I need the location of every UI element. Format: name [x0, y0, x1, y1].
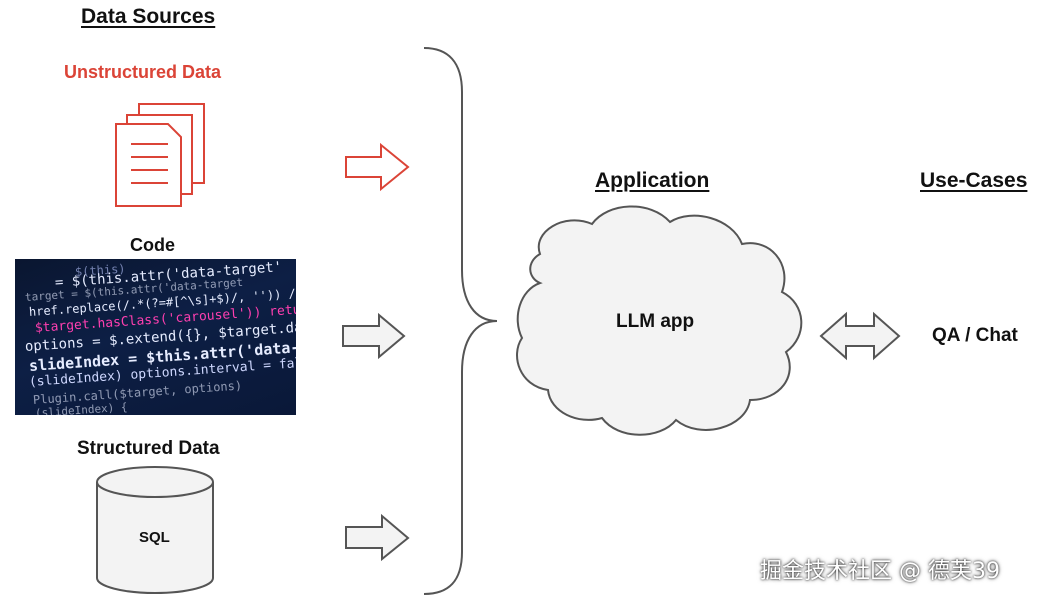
watermark: 掘金技术社区 @ 德芙39 — [760, 559, 1000, 584]
data-sources-heading: Data Sources — [81, 5, 216, 28]
sql-label: SQL — [139, 529, 170, 546]
use-cases-heading: Use-Cases — [920, 169, 1028, 192]
arrow-code — [342, 312, 406, 360]
code-label: Code — [130, 235, 175, 255]
qa-chat-label: QA / Chat — [932, 325, 1018, 346]
code-screenshot-image: $(this) = $(this.attr('data-target' targ… — [15, 259, 296, 415]
unstructured-data-label: Unstructured Data — [64, 62, 222, 82]
document-stack-icon — [115, 103, 205, 207]
curly-brace — [423, 47, 498, 595]
double-arrow — [819, 311, 901, 361]
application-heading: Application — [595, 169, 710, 192]
arrow-unstructured — [345, 142, 410, 192]
structured-data-label: Structured Data — [77, 438, 220, 459]
llm-cloud-shape — [516, 205, 803, 436]
database-cylinder-icon — [96, 466, 214, 594]
arrow-structured — [345, 513, 410, 562]
llm-app-label: LLM app — [616, 311, 695, 332]
